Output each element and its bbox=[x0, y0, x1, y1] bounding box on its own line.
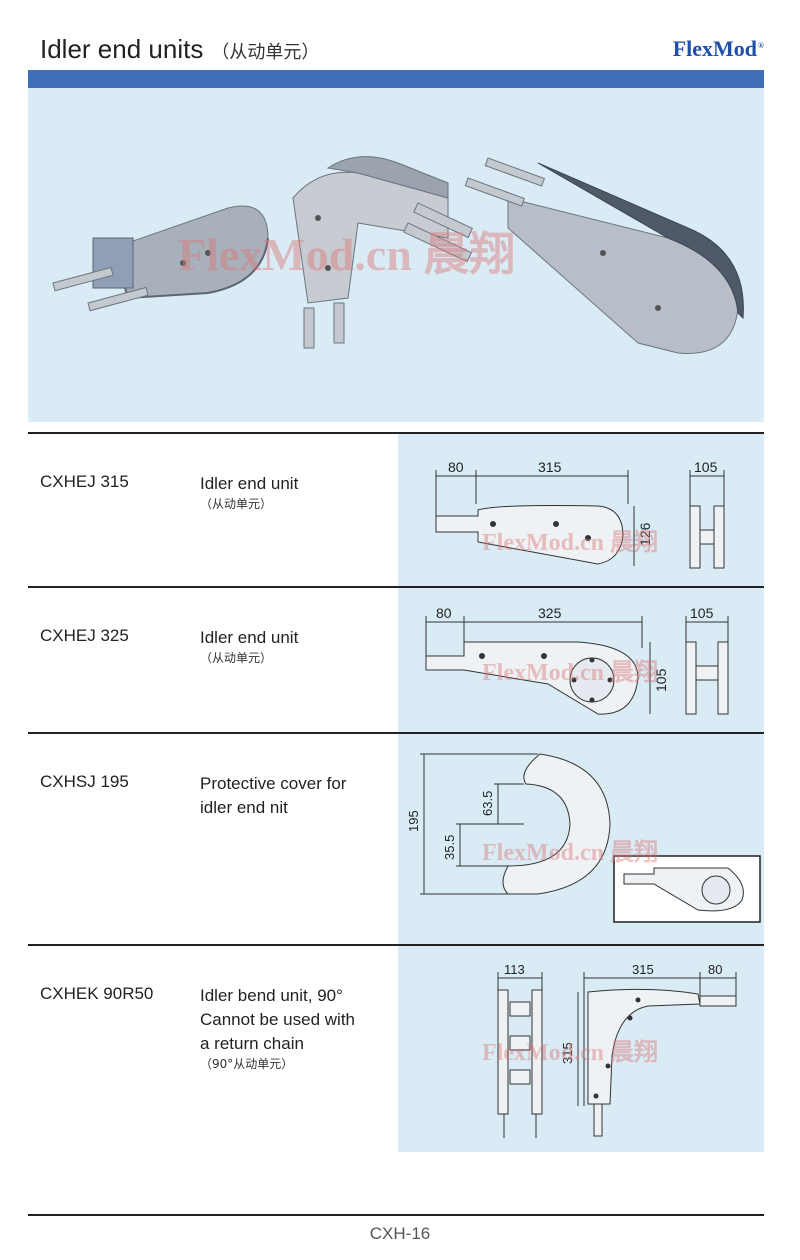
watermark: FlexMod.cn 晨翔 bbox=[482, 530, 658, 556]
description-line: a return chain bbox=[200, 1034, 304, 1053]
logo-text: FlexMod bbox=[672, 36, 758, 61]
technical-drawing: 80 315 105 126 FlexMod.cn 晨翔 bbox=[398, 434, 764, 586]
hero-illustration bbox=[52, 156, 744, 354]
product-code: CXHEJ 325 bbox=[40, 626, 129, 645]
product-description: Protective cover for idler end nit bbox=[200, 772, 390, 820]
watermark: FlexMod.cn 晨翔 bbox=[482, 840, 658, 866]
watermark: FlexMod.cn 晨翔 bbox=[482, 1040, 658, 1066]
dim-label: 325 bbox=[538, 605, 562, 621]
description-line: Idler bend unit, 90° bbox=[200, 986, 343, 1005]
technical-drawing: 113 315 80 315 FlexMod.cn 晨翔 bbox=[398, 946, 764, 1152]
accent-bar bbox=[28, 70, 764, 88]
page-header: Idler end units （从动单元） FlexMod® bbox=[0, 0, 800, 70]
product-description: Idler bend unit, 90° Cannot be used with… bbox=[200, 984, 390, 1072]
dim-label: 63.5 bbox=[480, 791, 495, 816]
technical-drawing: 80 325 105 105 FlexMod.cn 晨翔 bbox=[398, 588, 764, 732]
idler-unit-right bbox=[464, 157, 744, 354]
dim-label: 113 bbox=[504, 962, 525, 977]
flexmod-logo: FlexMod® bbox=[673, 36, 764, 62]
product-row: CXHEJ 325 Idler end unit （从动单元） 80 bbox=[28, 586, 764, 732]
idler-unit-left bbox=[52, 205, 269, 312]
title-cn: （从动单元） bbox=[211, 42, 320, 63]
registered-mark: ® bbox=[758, 40, 764, 50]
product-description: Idler end unit （从动单元） bbox=[200, 472, 390, 512]
watermark: FlexMod.cn 晨翔 bbox=[482, 660, 658, 686]
description-line: Cannot be used with bbox=[200, 1010, 355, 1029]
dim-label: 105 bbox=[690, 605, 714, 621]
idler-bend-unit-center bbox=[292, 156, 474, 349]
product-row: CXHSJ 195 Protective cover for idler end… bbox=[28, 732, 764, 944]
description-line: Idler end unit bbox=[200, 628, 299, 647]
dim-label: 80 bbox=[448, 459, 464, 475]
description-cn: （从动单元） bbox=[200, 497, 273, 511]
dim-label: 315 bbox=[560, 1042, 575, 1064]
dim-label: 315 bbox=[538, 459, 562, 475]
dim-label: 80 bbox=[708, 962, 722, 977]
watermark: FlexMod.cn 晨翔 bbox=[178, 229, 516, 280]
dim-label: 80 bbox=[436, 605, 452, 621]
dim-label: 105 bbox=[694, 459, 718, 475]
dim-label: 195 bbox=[406, 810, 421, 832]
page-title: Idler end units （从动单元） bbox=[40, 34, 319, 65]
technical-drawing: 195 63.5 35.5 FlexMod.cn 晨翔 bbox=[398, 734, 764, 944]
product-description: Idler end unit （从动单元） bbox=[200, 626, 390, 666]
footer-divider bbox=[28, 1214, 764, 1216]
description-cn: （90°从动单元） bbox=[200, 1057, 294, 1071]
page-number: CXH-16 bbox=[369, 1224, 431, 1243]
dim-label: 315 bbox=[632, 962, 654, 977]
product-code: CXHEJ 315 bbox=[40, 472, 129, 491]
description-cn: （从动单元） bbox=[200, 651, 273, 665]
hero-product-image: FlexMod.cn 晨翔 bbox=[28, 88, 764, 422]
product-code: CXHEK 90R50 bbox=[40, 984, 154, 1003]
dim-label: 35.5 bbox=[442, 835, 457, 860]
description-line: idler end nit bbox=[200, 798, 288, 817]
product-row: CXHEK 90R50 Idler bend unit, 90° Cannot … bbox=[28, 944, 764, 1154]
dim-label: 105 bbox=[653, 668, 669, 692]
description-line: Idler end unit bbox=[200, 474, 299, 493]
title-text: Idler end units bbox=[40, 34, 204, 64]
product-code: CXHSJ 195 bbox=[40, 772, 129, 791]
description-line: Protective cover for bbox=[200, 774, 347, 793]
dim-label: 126 bbox=[637, 522, 653, 546]
product-row: CXHEJ 315 Idler end unit （从动单元） 80 315 bbox=[28, 432, 764, 586]
